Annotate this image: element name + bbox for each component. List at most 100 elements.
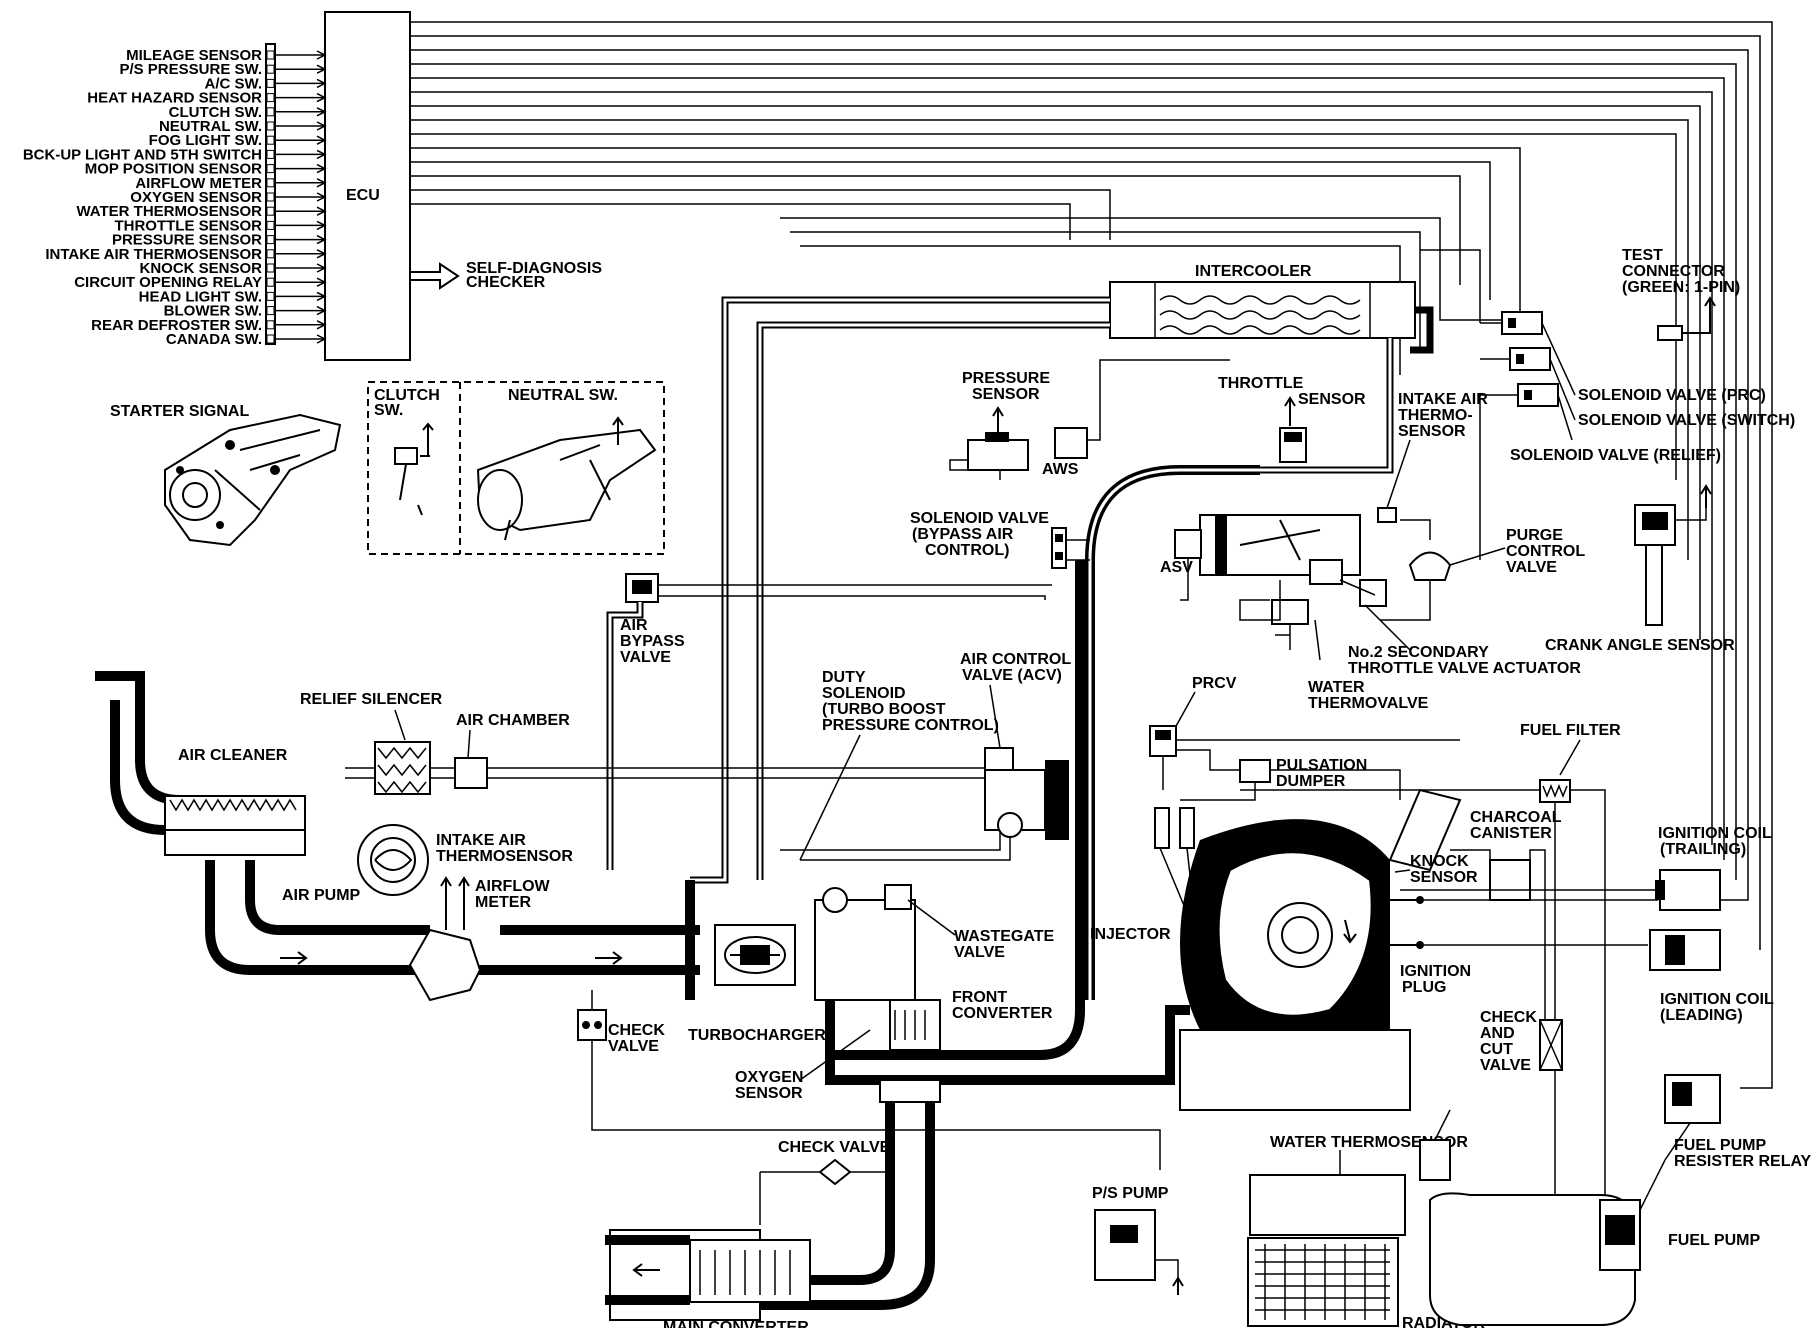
ecu-input-arrow-icon <box>275 291 327 302</box>
throttle-body-group: THROTTLE SENSOR INTAKE AIR THERMO- SENSO… <box>1160 375 1488 650</box>
pulsation-damper-icon <box>1239 759 1271 783</box>
svg-text:AIRFLOW: AIRFLOW <box>475 878 551 895</box>
svg-text:VALVE: VALVE <box>1480 1057 1531 1074</box>
ecu-input-label: HEAT HAZARD SENSOR <box>87 90 262 107</box>
svg-text:CONTROL): CONTROL) <box>925 542 1009 559</box>
svg-text:THROTTLE VALVE ACTUATOR: THROTTLE VALVE ACTUATOR <box>1348 660 1581 677</box>
check-valve-a-group: CHECK VALVE <box>577 990 1161 1170</box>
ecu-input-label: AIRFLOW METER <box>135 175 262 192</box>
purge-control-group: PURGE CONTROL VALVE <box>1380 519 1585 621</box>
air-pump-group: INTAKE AIR THERMOSENSOR AIR PUMP AIRFLOW… <box>282 824 573 930</box>
ecu-input-terminal <box>266 235 275 245</box>
svg-text:VALVE: VALVE <box>954 944 1005 961</box>
prcv-group: PRCV <box>1149 675 1460 800</box>
svg-text:SENSOR: SENSOR <box>1398 423 1466 440</box>
ecu-input-arrow-icon <box>275 234 327 245</box>
ecu-input-label: P/S PRESSURE SW. <box>119 61 262 78</box>
fuel-tank-group: FUEL PUMP <box>1419 1109 1760 1326</box>
svg-text:OXYGEN: OXYGEN <box>735 1069 803 1086</box>
radiator-group: WATER THERMOSENSOR RADIATOR <box>1247 1134 1485 1328</box>
svg-text:AIR CLEANER: AIR CLEANER <box>178 747 288 764</box>
svg-text:CLUTCH: CLUTCH <box>374 387 440 404</box>
transmission-drawing <box>164 413 342 547</box>
intake-piping <box>690 296 1434 1000</box>
ecu-input-arrow-icon <box>275 64 327 74</box>
svg-text:No.2 SECONDARY: No.2 SECONDARY <box>1348 644 1489 661</box>
asv-icon <box>1174 529 1202 559</box>
svg-text:AIR CHAMBER: AIR CHAMBER <box>456 712 570 729</box>
ecu-input-terminal <box>266 149 275 159</box>
ecu-input-terminal <box>266 249 275 259</box>
crank-angle-sensor-icon <box>1634 504 1676 546</box>
relief-silencer-group: RELIEF SILENCER AIR CHAMBER <box>300 691 1000 795</box>
intake-duct <box>205 860 700 1002</box>
svg-text:SOLENOID VALVE: SOLENOID VALVE <box>910 510 1049 527</box>
ecu-input-arrow-icon <box>275 263 327 273</box>
svg-text:AIR: AIR <box>620 617 648 634</box>
ecu-input-label: MILEAGE SENSOR <box>126 47 262 64</box>
ecu-input-label: PRESSURE SENSOR <box>112 232 262 249</box>
pressure-sensor-group: PRESSURE SENSOR AWS <box>949 359 1230 480</box>
ignition-coil-trailing-icon <box>1659 869 1721 911</box>
svg-text:WASTEGATE: WASTEGATE <box>954 928 1054 945</box>
svg-text:CONNECTOR: CONNECTOR <box>1622 263 1725 280</box>
ecu-label: ECU <box>346 187 380 204</box>
ecu-input-arrow-icon <box>275 206 327 216</box>
ecu-input-arrow-icon <box>275 78 327 89</box>
svg-text:INJECTOR: INJECTOR <box>1090 926 1171 943</box>
ecu-input-terminal <box>266 277 275 287</box>
svg-text:VALVE: VALVE <box>620 649 671 666</box>
svg-text:INTAKE AIR: INTAKE AIR <box>1398 391 1488 408</box>
svg-text:STARTER SIGNAL: STARTER SIGNAL <box>110 403 249 420</box>
svg-text:THERMO-: THERMO- <box>1398 407 1473 424</box>
ecu-input-label: CANADA SW. <box>166 331 262 348</box>
ecu-input-label: A/C SW. <box>204 75 262 92</box>
intake-flow-arrow-icon <box>280 951 308 965</box>
air-chamber-icon <box>454 757 488 789</box>
svg-text:FUEL PUMP: FUEL PUMP <box>1668 1232 1760 1249</box>
turbo-group: WASTEGATE VALVE FRONT CONVERTER TURBOCHA… <box>688 560 1190 1085</box>
purge-control-valve-icon <box>1408 551 1452 581</box>
svg-text:FUEL PUMP: FUEL PUMP <box>1674 1137 1766 1154</box>
ecu-input-arrow-icon <box>275 135 327 145</box>
pressure-sensor-icon <box>967 439 1029 471</box>
fuel-pump-relay-group: FUEL PUMP RESISTER RELAY <box>1639 1074 1812 1211</box>
ecu-input-label: OXYGEN SENSOR <box>130 189 262 206</box>
svg-text:SOLENOID: SOLENOID <box>822 685 906 702</box>
intake-air-thermosensor-icon <box>1377 507 1397 523</box>
ecu-input-arrow-icon <box>275 277 327 287</box>
ecu-input-terminal <box>266 93 275 103</box>
svg-text:KNOCK: KNOCK <box>1410 853 1469 870</box>
fuel-filter-group: FUEL FILTER PULSATION DUMPER <box>1180 722 1621 1200</box>
ecu-input-label: CIRCUIT OPENING RELAY <box>74 274 262 291</box>
svg-text:CHECK VALVE: CHECK VALVE <box>778 1139 891 1156</box>
svg-text:CONVERTER: CONVERTER <box>952 1005 1053 1022</box>
svg-text:TURBOCHARGER: TURBOCHARGER <box>688 1027 826 1044</box>
ecu-input-terminal <box>266 121 275 131</box>
air-bypass-group: AIR BYPASS VALVE <box>606 573 1052 870</box>
oxygen-sensor-group: OXYGEN SENSOR <box>735 1029 871 1102</box>
ecu-input-arrow-icon <box>275 121 327 131</box>
switch-group: CLUTCH SW. NEUTRAL SW. <box>367 381 665 555</box>
svg-text:AIR PUMP: AIR PUMP <box>282 887 361 904</box>
svg-text:SENSOR: SENSOR <box>735 1085 803 1102</box>
ecu-input-terminal <box>266 334 275 344</box>
radiator-icon <box>1247 1237 1399 1327</box>
ps-pump-group: P/S PUMP <box>1092 1185 1184 1295</box>
rotary-engine-group: INJECTOR IGNITION PLUG <box>1090 788 1658 1111</box>
svg-text:SENSOR: SENSOR <box>1298 391 1366 408</box>
ecu-input-terminal <box>266 291 275 301</box>
ecu-input-arrow-icon <box>275 163 327 174</box>
exhaust-flow-arrow-icon <box>632 1263 660 1277</box>
ecu-input-arrow-icon <box>275 50 327 60</box>
svg-text:TEST: TEST <box>1622 247 1663 264</box>
svg-text:CHECK: CHECK <box>1480 1009 1537 1026</box>
ecu-input-terminal <box>266 320 275 330</box>
svg-text:PRESSURE: PRESSURE <box>962 370 1050 387</box>
svg-text:AIR CONTROL: AIR CONTROL <box>960 651 1071 668</box>
starter-signal-group: STARTER SIGNAL <box>110 403 342 547</box>
ecu-input-arrow-icon <box>275 334 327 344</box>
svg-text:WATER: WATER <box>1308 679 1365 696</box>
no2-secondary-labels: No.2 SECONDARY THROTTLE VALVE ACTUATOR W… <box>1308 604 1581 712</box>
